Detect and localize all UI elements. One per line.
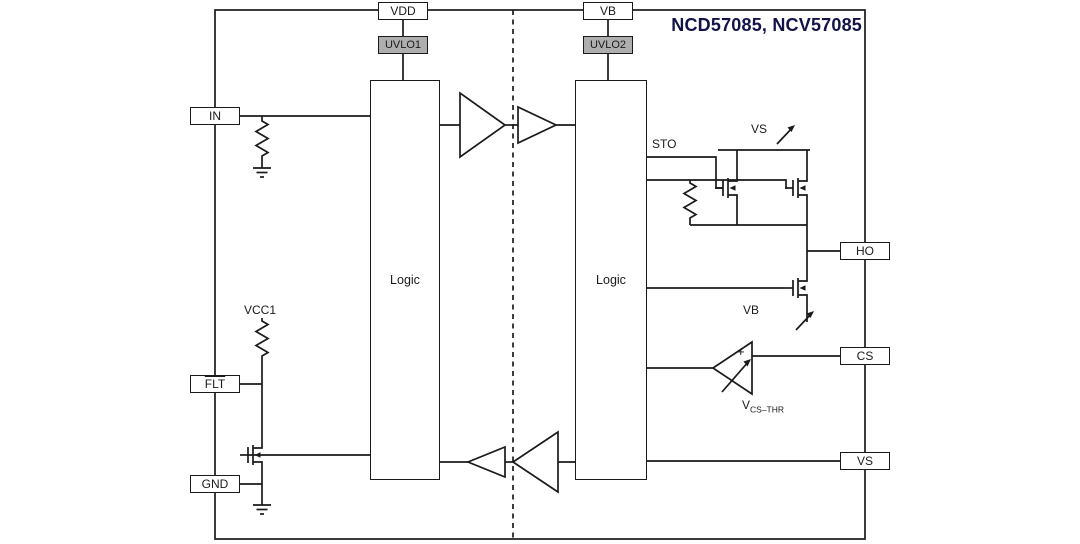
net-label-vcs-thr: VCS–THR — [742, 399, 784, 414]
buffer-bottom-icons — [440, 430, 575, 494]
block-uvlo2: UVLO2 — [583, 36, 633, 54]
mosfet-high-2-icon — [784, 171, 808, 205]
vcs-thr-sub: CS–THR — [750, 404, 785, 415]
ground-icon — [253, 167, 271, 178]
pin-ho: HO — [840, 242, 890, 260]
vs-arrow-icon — [776, 125, 795, 145]
supply-wires — [402, 20, 609, 80]
vcs-thr-base: V — [742, 398, 751, 412]
resistor-in-icon — [254, 116, 270, 168]
net-label-sto: STO — [652, 137, 677, 151]
mosfet-high-1-icon — [714, 171, 738, 205]
comparator-plus-sign: + — [737, 344, 745, 359]
net-label-vb-rail: VB — [743, 303, 760, 317]
block-logic-primary: Logic — [370, 80, 440, 480]
pin-gnd: GND — [190, 475, 240, 493]
output-stage-wires — [647, 149, 840, 322]
pin-flt: FLT — [190, 375, 240, 393]
ic-boundary — [214, 9, 866, 540]
vcc1-branch-wires — [240, 318, 370, 505]
net-label-vs-rail: VS — [751, 122, 768, 136]
pin-vdd: VDD — [378, 2, 428, 20]
resistor-gate-icon — [682, 180, 698, 225]
ground-icon — [253, 504, 271, 515]
pin-cs: CS — [840, 347, 890, 365]
pin-in: IN — [190, 107, 240, 125]
mosfet-low-icon — [784, 271, 808, 305]
pin-vs: VS — [840, 452, 890, 470]
vb-arrow-icon — [795, 311, 814, 331]
pin-vb: VB — [583, 2, 633, 20]
block-logic-secondary: Logic — [575, 80, 647, 480]
threshold-arrow-icon — [721, 359, 751, 393]
page-title: NCD57085, NCV57085 — [671, 15, 862, 35]
block-uvlo1: UVLO1 — [378, 36, 428, 54]
net-label-vcc1: VCC1 — [244, 303, 277, 317]
buffer-top-icons — [440, 91, 575, 159]
